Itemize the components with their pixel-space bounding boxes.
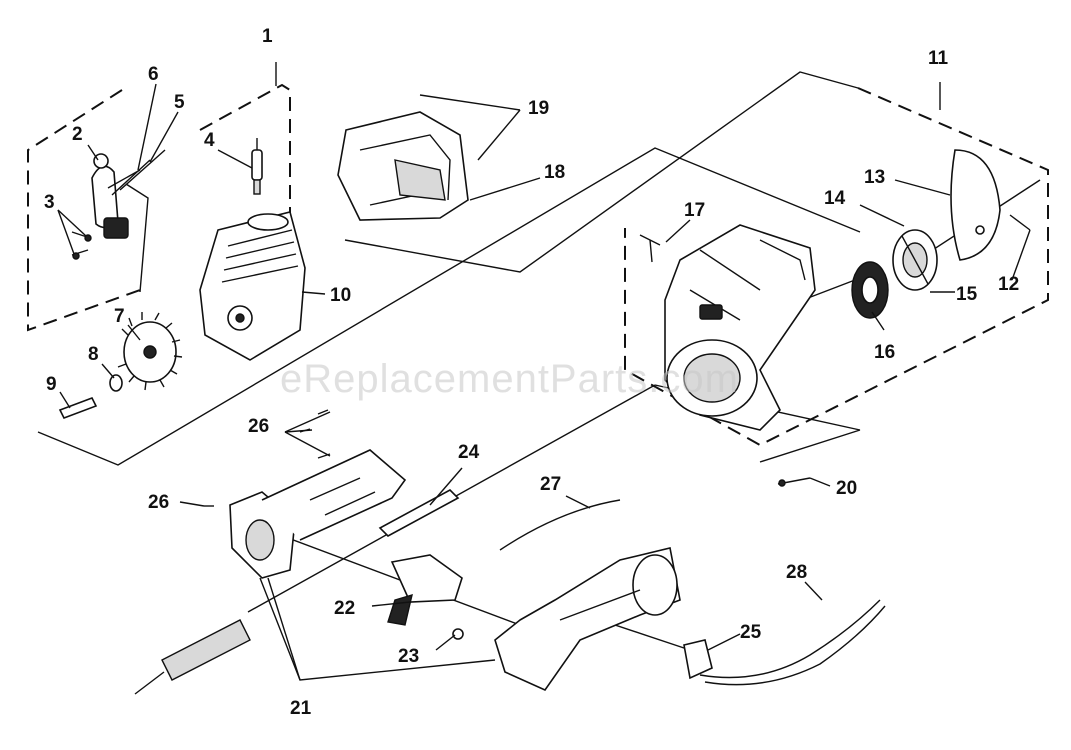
callout-15: 15 (956, 284, 978, 305)
throttle-cable (499, 499, 621, 551)
shaft-pin (58, 396, 98, 420)
shaft-tube (134, 619, 251, 695)
housing-group-box (624, 82, 1049, 447)
rear-handle-housing (494, 547, 681, 692)
callout-12: 12 (998, 274, 1019, 295)
callout-25: 25 (740, 622, 762, 643)
callout-20: 20 (836, 478, 857, 499)
recoil-spring (892, 229, 938, 291)
callout-11: 11 (928, 48, 949, 69)
callout-10: 10 (330, 285, 351, 306)
screws-3 (71, 231, 92, 260)
callout-19: 19 (528, 98, 549, 119)
flywheel (117, 312, 183, 391)
wires-5-6 (107, 149, 166, 196)
fan-housing (664, 224, 816, 431)
callout-22: 22 (334, 598, 355, 619)
spark-plug (251, 138, 263, 195)
engine-block (199, 211, 306, 361)
callout-17: 17 (684, 200, 705, 221)
ignition-coil (91, 153, 129, 239)
wire-harness-28 (699, 599, 886, 686)
callout-9: 9 (46, 374, 57, 395)
callout-28: 28 (786, 562, 807, 583)
shroud-cover (337, 111, 469, 221)
callout-27: 27 (540, 474, 561, 495)
throttle-trigger (387, 554, 463, 626)
callout-16: 16 (874, 342, 895, 363)
hook-17 (639, 234, 661, 263)
callout-21: 21 (290, 698, 312, 719)
callout-6: 6 (148, 64, 159, 85)
callout-3: 3 (44, 192, 55, 213)
callout-26a: 26 (248, 416, 269, 437)
callout-labels: 1 2 3 4 5 6 7 8 9 10 11 12 13 14 15 16 1… (44, 26, 1019, 719)
handle-bracket (229, 449, 407, 579)
callout-8: 8 (88, 344, 99, 365)
callout-14: 14 (824, 188, 846, 209)
callout-2: 2 (72, 124, 83, 145)
callout-5: 5 (174, 92, 185, 113)
callout-23: 23 (398, 646, 419, 667)
nut-23 (452, 628, 464, 640)
callout-1: 1 (262, 26, 273, 47)
starter-cover (950, 149, 1001, 261)
leader-lines (57, 83, 1031, 681)
callout-24: 24 (458, 442, 480, 463)
callout-18: 18 (544, 162, 565, 183)
switch-lever (378, 489, 460, 537)
starter-pulley (851, 261, 889, 319)
switch-25 (683, 639, 713, 680)
watermark: eReplacementParts.com (280, 357, 739, 401)
callout-7: 7 (114, 306, 125, 327)
callout-13: 13 (864, 167, 885, 188)
bolt-20 (777, 477, 811, 487)
callout-4: 4 (204, 130, 215, 151)
washer (109, 374, 123, 392)
callout-26b: 26 (148, 492, 169, 513)
